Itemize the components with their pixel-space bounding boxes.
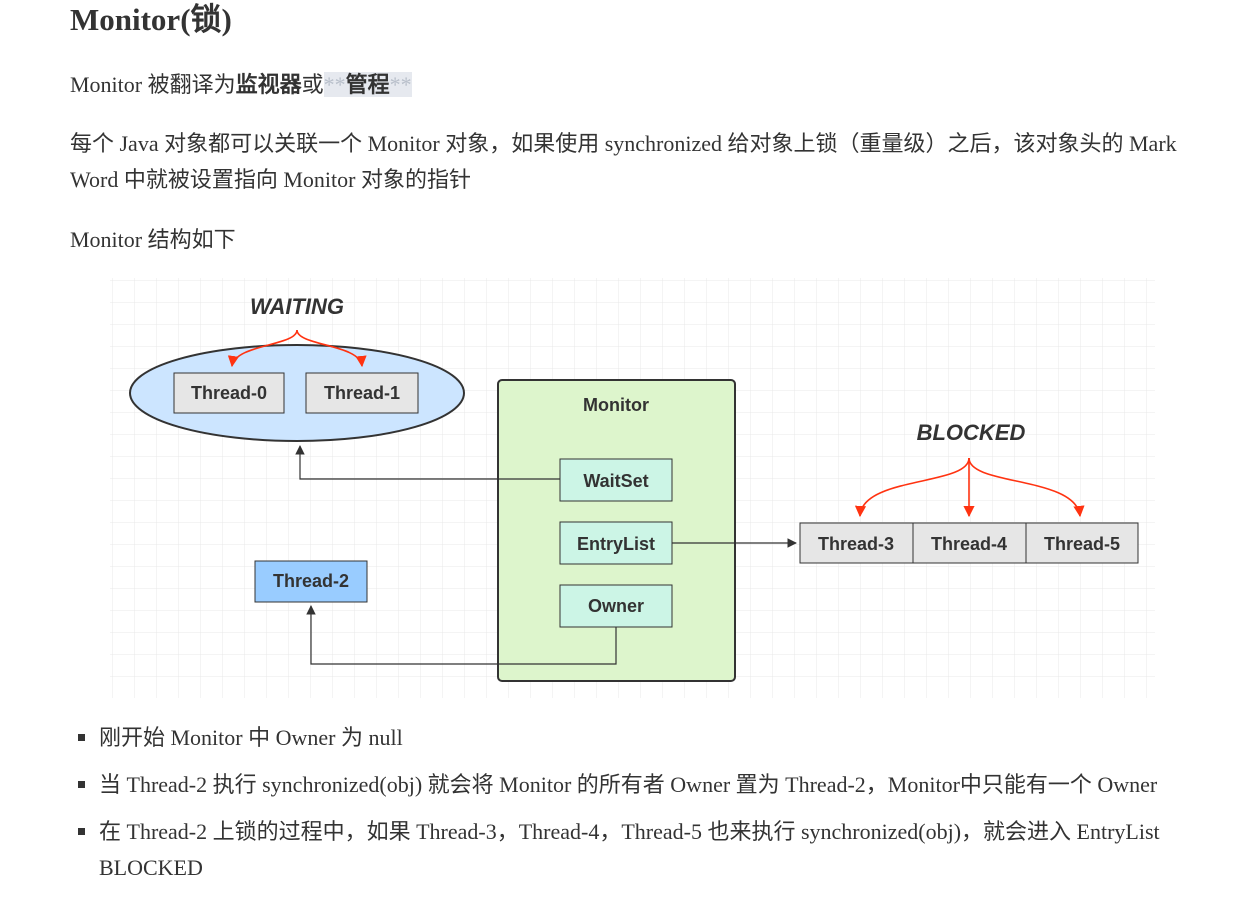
blocked-label: BLOCKED <box>917 420 1026 445</box>
list-item: 当 Thread-2 执行 synchronized(obj) 就会将 Moni… <box>78 767 1198 803</box>
entrylist-box <box>559 521 673 565</box>
waitset-label: WaitSet <box>583 471 648 491</box>
bullet-square-icon <box>78 734 85 741</box>
thread-3-box <box>799 522 914 564</box>
intro-bold-guancheng: 管程 <box>345 72 390 97</box>
owner-to-thread2-arrow <box>306 605 617 665</box>
intro-middle: 或 <box>301 72 324 97</box>
bullet-square-icon <box>78 828 85 835</box>
waiting-ellipse <box>129 344 465 442</box>
thread-0-label: Thread-0 <box>191 383 267 403</box>
intro-stars-left: ** <box>323 72 346 97</box>
bullet-square-icon <box>78 781 85 788</box>
waiting-label: WAITING <box>250 294 344 319</box>
owner-box <box>559 584 673 628</box>
list-item-text: 刚开始 Monitor 中 Owner 为 null <box>99 725 403 750</box>
thread-4-box <box>912 522 1027 564</box>
list-item-text: 当 Thread-2 执行 synchronized(obj) 就会将 Moni… <box>99 772 1158 797</box>
page-title: Monitor(锁) <box>70 2 232 37</box>
thread-2-box <box>254 560 368 603</box>
intro-prefix: Monitor 被翻译为 <box>70 72 236 97</box>
thread-5-box <box>1025 522 1139 564</box>
blocked-arrow-left <box>854 457 970 518</box>
intro-stars-right: ** <box>389 72 412 97</box>
paragraph-monitor-object: 每个 Java 对象都可以关联一个 Monitor 对象，如果使用 synchr… <box>70 131 1177 192</box>
thread-3-label: Thread-3 <box>818 534 894 554</box>
intro-bold-monitor: 监视器 <box>235 72 302 97</box>
thread-2-label: Thread-2 <box>273 571 349 591</box>
bullet-list: 刚开始 Monitor 中 Owner 为 null 当 Thread-2 执行… <box>78 720 1198 897</box>
thread-5-label: Thread-5 <box>1044 534 1120 554</box>
thread-0-box <box>173 372 285 414</box>
monitor-label: Monitor <box>583 395 649 415</box>
monitor-diagram: WAITING Thread-0 Thread-1 Monitor WaitSe… <box>110 278 1155 698</box>
waiting-arrow-right <box>296 329 367 368</box>
entrylist-label: EntryList <box>577 534 655 554</box>
intro-paragraph: Monitor 被翻译为监视器或**管程** <box>70 67 412 103</box>
waiting-arrow-left <box>227 329 298 368</box>
thread-1-label: Thread-1 <box>324 383 400 403</box>
thread-4-label: Thread-4 <box>931 534 1007 554</box>
blocked-arrow-right <box>968 457 1085 518</box>
list-item-text: 在 Thread-2 上锁的过程中，如果 Thread-3，Thread-4，T… <box>99 819 1160 880</box>
waitset-to-waiting-arrow <box>295 445 560 480</box>
list-item: 在 Thread-2 上锁的过程中，如果 Thread-3，Thread-4，T… <box>78 814 1198 886</box>
paragraph-structure: Monitor 结构如下 <box>70 227 236 252</box>
thread-1-box <box>305 372 419 414</box>
owner-label: Owner <box>588 596 644 616</box>
intro-highlight: **管程** <box>323 72 412 97</box>
list-item: 刚开始 Monitor 中 Owner 为 null <box>78 720 1198 756</box>
waitset-box <box>559 458 673 502</box>
